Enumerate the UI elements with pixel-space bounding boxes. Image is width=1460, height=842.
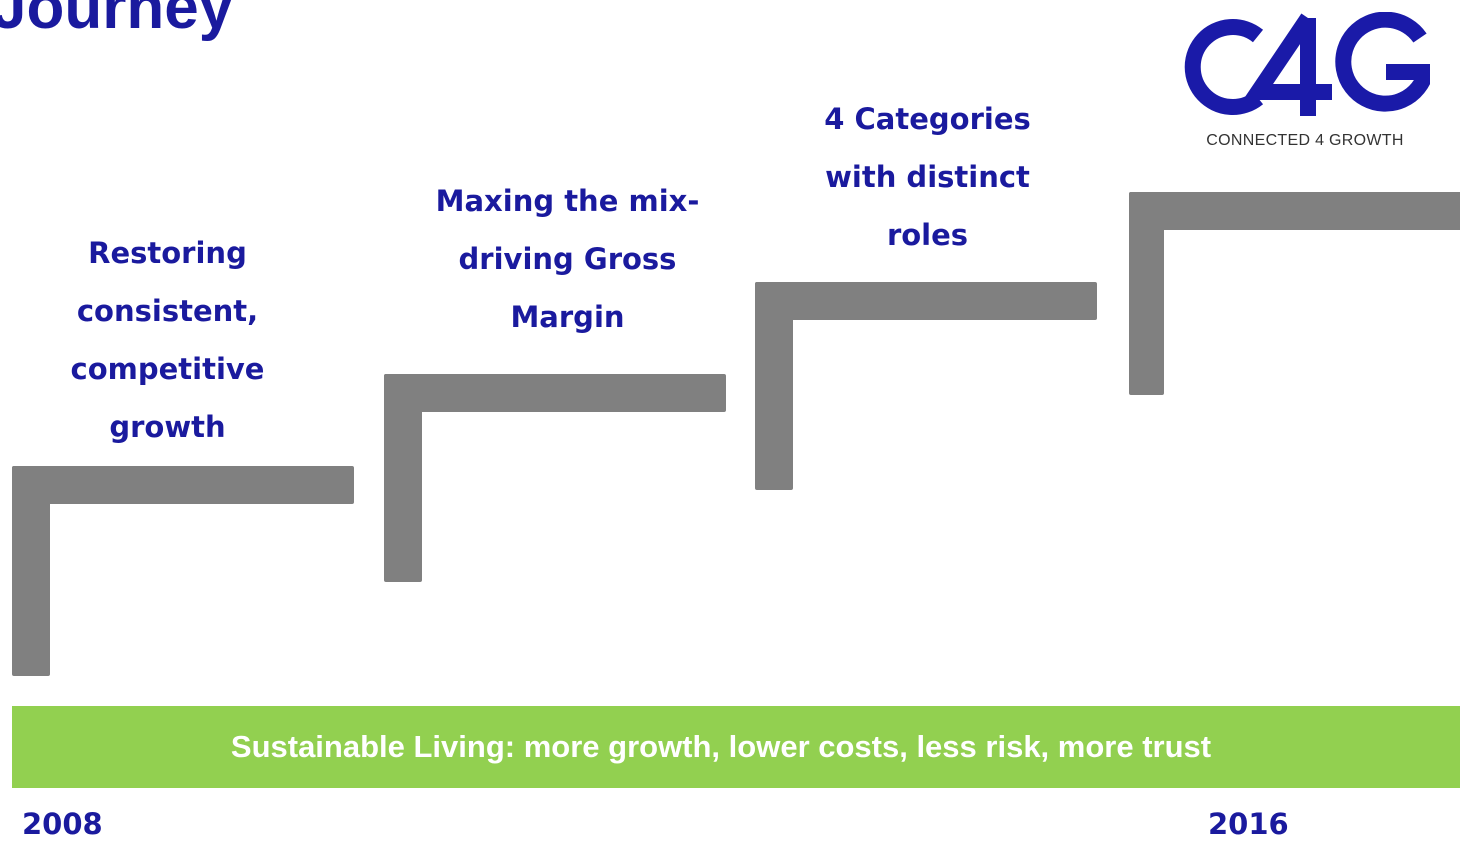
start-year: 2008 [22, 807, 103, 841]
step-4-tread [1129, 192, 1460, 230]
step-4-riser [1129, 192, 1164, 395]
logo-tagline: CONNECTED 4 GROWTH [1206, 132, 1404, 149]
step-1-label: Restoring consistent, competitive growth [70, 236, 265, 444]
step-1-tread [12, 466, 354, 504]
page-title: Journey [0, 0, 234, 42]
sustainable-living-banner: Sustainable Living: more growth, lower c… [12, 706, 1460, 788]
step-2-label: Maxing the mix- driving Gross Margin [435, 184, 700, 334]
step-1-riser [12, 466, 50, 676]
step-4 [1129, 192, 1460, 395]
step-3-riser [755, 282, 793, 490]
step-2 [384, 374, 726, 582]
c4g-logo: CONNECTED 4 GROWTH [1180, 12, 1430, 152]
step-3-tread [755, 282, 1097, 320]
banner-text: Sustainable Living: more growth, lower c… [230, 729, 1212, 764]
step-2-riser [384, 374, 422, 582]
step-2-tread [384, 374, 726, 412]
step-3 [755, 282, 1097, 490]
end-year: 2016 [1208, 807, 1289, 841]
step-1 [12, 466, 354, 676]
step-3-label: 4 Categories with distinct roles [824, 102, 1031, 252]
c4g-logo-mark [1184, 12, 1430, 116]
